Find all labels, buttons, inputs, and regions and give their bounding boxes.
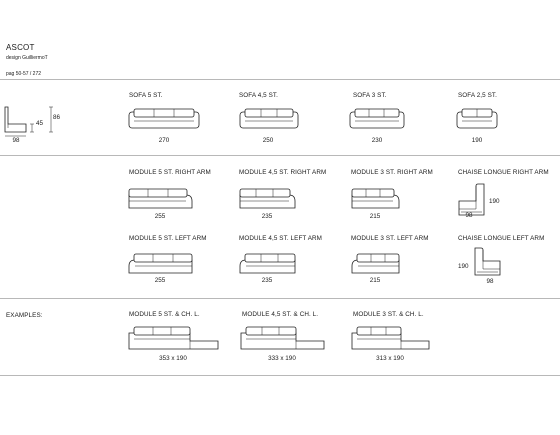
profile-seat-height: 45 xyxy=(36,120,44,127)
module-4-5-right-arm-dimension: 235 xyxy=(261,213,273,220)
sofa-2-5-dimension: 190 xyxy=(471,137,483,144)
module-5-right-arm-label: MODULE 5 ST. RIGHT ARM xyxy=(129,169,211,176)
examples-section-label: EXAMPLES: xyxy=(6,312,43,319)
example-4-5-drawing xyxy=(240,326,325,350)
chaise-left-arm-drawing xyxy=(474,247,501,276)
module-5-right-arm-dimension: 255 xyxy=(154,213,166,220)
sofa-5-label: SOFA 5 ST. xyxy=(129,92,163,99)
chaise-right-arm-label: CHAISE LONGUE RIGHT ARM xyxy=(458,169,549,176)
module-4-5-left-arm-label: MODULE 4,5 ST. LEFT ARM xyxy=(239,235,323,242)
sofa-4-5-dimension: 250 xyxy=(262,137,274,144)
example-3-label: MODULE 3 ST. & CH. L. xyxy=(353,311,424,318)
chaise-right-width: 98 xyxy=(465,212,473,219)
module-5-left-arm-dimension: 255 xyxy=(154,277,166,284)
example-3-dimension: 313 x 190 xyxy=(376,355,404,362)
example-4-5-label: MODULE 4,5 ST. & CH. L. xyxy=(242,311,319,318)
profile-back-height: 86 xyxy=(53,114,61,121)
page-reference: pag 50-57 / 272 xyxy=(6,71,42,77)
example-5-drawing xyxy=(128,326,219,350)
module-4-5-right-arm-label: MODULE 4,5 ST. RIGHT ARM xyxy=(239,169,327,176)
module-3-left-arm-dimension: 215 xyxy=(369,277,381,284)
example-5-label: MODULE 5 ST. & CH. L. xyxy=(129,311,200,318)
divider-top xyxy=(0,79,560,80)
module-3-left-arm-label: MODULE 3 ST. LEFT ARM xyxy=(351,235,429,242)
chaise-right-arm-drawing xyxy=(458,183,485,216)
divider-bottom xyxy=(0,375,560,376)
designer-credit: design GuilliermoT xyxy=(6,55,48,61)
sofa-profile-drawing xyxy=(4,106,53,137)
brand-name: ASCOT xyxy=(6,43,35,52)
sofa-3-label: SOFA 3 ST. xyxy=(353,92,387,99)
sofa-2-5-drawing xyxy=(456,108,498,129)
sofa-3-drawing xyxy=(349,108,405,129)
module-4-5-left-arm-dimension: 235 xyxy=(261,277,273,284)
example-3-drawing xyxy=(351,326,430,350)
module-3-right-arm-label: MODULE 3 ST. RIGHT ARM xyxy=(351,169,433,176)
module-4-5-left-arm-drawing xyxy=(239,253,296,274)
divider-middle xyxy=(0,155,560,156)
chaise-left-width: 98 xyxy=(486,278,494,285)
sofa-3-dimension: 230 xyxy=(371,137,383,144)
module-4-5-right-arm-drawing xyxy=(239,188,296,209)
sofa-2-5-label: SOFA 2,5 ST. xyxy=(458,92,497,99)
sofa-5-drawing xyxy=(128,108,200,129)
module-5-left-arm-drawing xyxy=(128,253,193,274)
module-5-left-arm-label: MODULE 5 ST. LEFT ARM xyxy=(129,235,207,242)
chaise-right-length: 190 xyxy=(489,198,500,205)
divider-examples xyxy=(0,298,560,299)
chaise-left-arm-label: CHAISE LONGUE LEFT ARM xyxy=(458,235,545,242)
sofa-4-5-label: SOFA 4,5 ST. xyxy=(239,92,278,99)
chaise-left-length: 190 xyxy=(458,263,469,270)
module-5-right-arm-drawing xyxy=(128,188,193,209)
example-4-5-dimension: 333 x 190 xyxy=(268,355,296,362)
module-3-right-arm-drawing xyxy=(351,188,400,209)
profile-width: 98 xyxy=(12,137,20,144)
sofa-4-5-drawing xyxy=(239,108,299,129)
sofa-5-dimension: 270 xyxy=(158,137,170,144)
module-3-left-arm-drawing xyxy=(351,253,400,274)
example-5-dimension: 353 x 190 xyxy=(159,355,187,362)
module-3-right-arm-dimension: 215 xyxy=(369,213,381,220)
